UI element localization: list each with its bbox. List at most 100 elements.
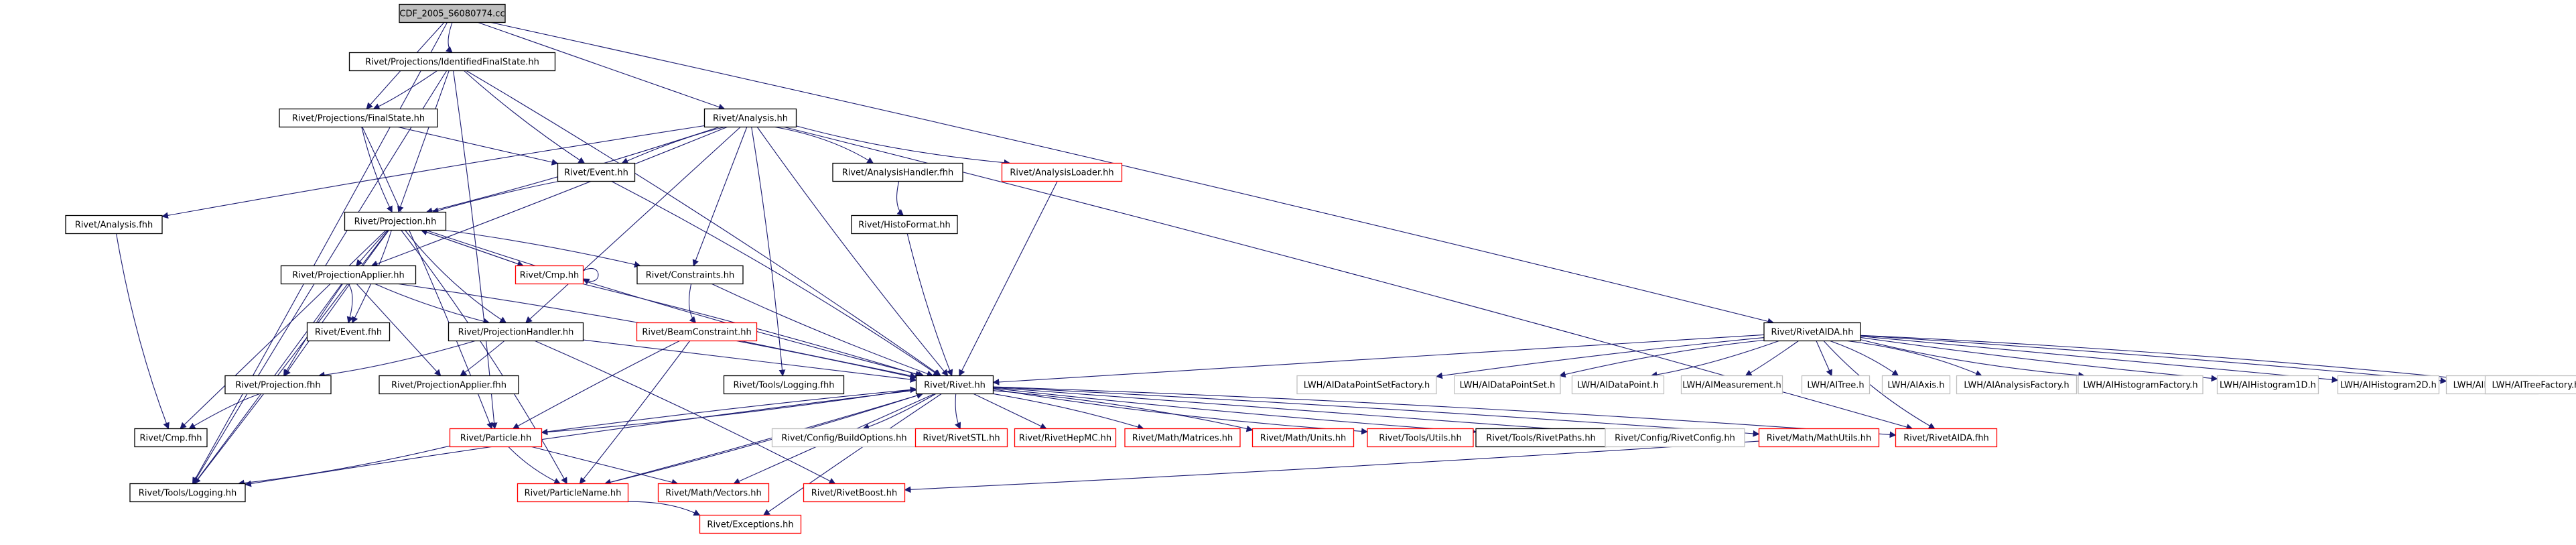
edge-analysis-to-ahandler [774, 126, 874, 164]
edge-projfhh-to-cmpfhh [188, 393, 260, 430]
node-phandler[interactable]: Rivet/ProjectionHandler.hh [448, 322, 584, 342]
node-mathutils[interactable]: Rivet/Math/MathUtils.hh [1758, 428, 1880, 448]
edge-rivet-to-paths [993, 387, 1477, 435]
edge-aidahh-to-l10 [1860, 336, 2339, 383]
node-projfhh[interactable]: Rivet/Projection.fhh [224, 375, 332, 395]
node-l5[interactable]: LWH/AITree.h [1801, 375, 1871, 395]
node-label: CDF_2005_S6080774.cc [399, 9, 504, 19]
node-box [348, 52, 556, 72]
node-l2[interactable]: LWH/AIDataPointSet.h [1454, 375, 1561, 395]
node-pappfhh[interactable]: Rivet/ProjectionApplier.fhh [379, 375, 519, 395]
edge-aidahh-to-l6 [1830, 340, 1899, 377]
node-pname[interactable]: Rivet/ParticleName.hh [517, 483, 629, 503]
node-logging[interactable]: Rivet/Tools/Logging.hh [129, 483, 246, 503]
node-aidahh[interactable]: Rivet/RivetAIDA.hh [1763, 322, 1861, 342]
node-box [1296, 375, 1437, 395]
node-particle[interactable]: Rivet/Particle.hh [449, 428, 543, 448]
node-label: Rivet/Constraints.hh [646, 271, 735, 281]
node-beam[interactable]: Rivet/BeamConstraint.hh [636, 322, 758, 342]
node-event[interactable]: Rivet/Event.hh [557, 162, 636, 182]
node-toolslogfhh[interactable]: Rivet/Tools/Logging.fhh [723, 375, 845, 395]
node-label: Rivet/Tools/Utils.hh [1379, 434, 1461, 444]
node-l9[interactable]: LWH/AIHistogram1D.h [2216, 375, 2319, 395]
node-paths[interactable]: Rivet/Tools/RivetPaths.hh [1475, 428, 1607, 448]
node-matrices[interactable]: Rivet/Math/Matrices.hh [1124, 428, 1241, 448]
node-aloader[interactable]: Rivet/AnalysisLoader.hh [1001, 162, 1123, 182]
edge-aidahh-to-l3 [1650, 340, 1779, 378]
node-l8[interactable]: LWH/AIHistogramFactory.h [2078, 375, 2204, 395]
node-histoformat[interactable]: Rivet/HistoFormat.hh [851, 215, 958, 235]
edge-analysis-to-aloader [796, 125, 1011, 166]
edge-aidahh-to-l7 [1847, 340, 1982, 377]
node-l1[interactable]: LWH/AIDataPointSetFactory.h [1296, 375, 1437, 395]
edge-fs-to-projection [361, 127, 393, 213]
edge-rivet-to-exceptions [762, 393, 942, 516]
edge-aidahh-to-l11 [1860, 335, 2447, 384]
node-label: Rivet/RivetHepMC.hh [1019, 434, 1111, 444]
node-label: Rivet/Particle.hh [460, 434, 531, 444]
edge-rivet-to-config [993, 387, 1606, 436]
node-idfs[interactable]: Rivet/Projections/IdentifiedFinalState.h… [348, 52, 556, 72]
node-l3[interactable]: LWH/AIDataPoint.h [1571, 375, 1665, 395]
edge-rivet-to-buildopt [862, 393, 937, 430]
node-box [2078, 375, 2204, 395]
edge-rivet-to-hepmc [973, 393, 1047, 430]
node-rivet[interactable]: Rivet/Rivet.hh [915, 375, 994, 395]
node-buildopt[interactable]: Rivet/Config/BuildOptions.hh [771, 428, 917, 448]
node-boost[interactable]: Rivet/RivetBoost.hh [803, 483, 906, 503]
edge-projection-to-rivet [426, 229, 925, 378]
node-label: Rivet/Math/Units.hh [1260, 434, 1347, 444]
node-label: Rivet/AnalysisLoader.hh [1010, 168, 1113, 178]
edge-cmp-to-projection [420, 229, 524, 267]
node-units[interactable]: Rivet/Math/Units.hh [1251, 428, 1355, 448]
edge-projection-to-constraints [445, 229, 641, 268]
node-root[interactable]: CDF_2005_S6080774.cc [399, 3, 506, 23]
node-cmpfhh[interactable]: Rivet/Cmp.fhh [134, 428, 208, 448]
node-box [2216, 375, 2319, 395]
node-exceptions[interactable]: Rivet/Exceptions.hh [699, 514, 802, 534]
edge-particle-to-vectors [531, 446, 679, 486]
node-hepmc[interactable]: Rivet/RivetHepMC.hh [1014, 428, 1117, 448]
node-box [1881, 375, 1951, 395]
edge-aidahh-to-rivet [992, 334, 1765, 385]
node-constraints[interactable]: Rivet/Constraints.hh [636, 265, 744, 285]
edge-particle-to-pname [508, 446, 561, 485]
edge-rivet-to-stl [955, 393, 961, 430]
node-label: LWH/AIHistogram1D.h [2220, 381, 2316, 391]
node-label: Rivet/Tools/Logging.hh [139, 489, 236, 499]
node-box [344, 211, 447, 231]
node-papplier[interactable]: Rivet/ProjectionApplier.hh [280, 265, 417, 285]
node-label: Rivet/Event.hh [564, 168, 628, 178]
node-analysis[interactable]: Rivet/Analysis.hh [703, 108, 797, 128]
node-analysisfhh[interactable]: Rivet/Analysis.fhh [65, 215, 163, 235]
node-ahandler[interactable]: Rivet/AnalysisHandler.fhh [832, 162, 963, 182]
node-l10[interactable]: LWH/AIHistogram2D.h [2337, 375, 2440, 395]
node-projection[interactable]: Rivet/Projection.hh [344, 211, 447, 231]
node-cmp[interactable]: Rivet/Cmp.hh [515, 265, 584, 285]
node-eventfhh[interactable]: Rivet/Event.fhh [306, 322, 391, 342]
node-l7[interactable]: LWH/AIAnalysisFactory.h [1956, 375, 2078, 395]
edge-root-to-logging [192, 22, 448, 485]
edge-phandler-to-rivet [583, 339, 917, 383]
node-fs[interactable]: Rivet/Projections/FinalState.hh [279, 108, 438, 128]
node-l4[interactable]: LWH/AIMeasurement.h [1680, 375, 1783, 395]
node-aidafhh[interactable]: Rivet/RivetAIDA.fhh [1895, 428, 1998, 448]
node-stl[interactable]: Rivet/RivetSTL.hh [914, 428, 1008, 448]
node-box [1605, 428, 1745, 448]
node-label: Rivet/Analysis.hh [713, 114, 788, 124]
node-box [134, 428, 208, 448]
node-utils[interactable]: Rivet/Tools/Utils.hh [1367, 428, 1474, 448]
edge-rivet-to-mathutils [993, 386, 1760, 437]
node-label: Rivet/HistoFormat.hh [858, 221, 950, 231]
edge-idfs-to-event [464, 70, 586, 164]
node-l12[interactable]: LWH/AITreeFactory.h [2484, 375, 2576, 395]
edge-constraints-to-rivet [711, 284, 934, 377]
node-vectors[interactable]: Rivet/Math/Vectors.hh [657, 483, 770, 503]
node-config[interactable]: Rivet/Config/RivetConfig.hh [1605, 428, 1745, 448]
node-label: Rivet/ProjectionHandler.hh [458, 328, 574, 338]
edge-root-to-idfs [446, 22, 453, 54]
node-box [2337, 375, 2440, 395]
node-label: Rivet/BeamConstraint.hh [642, 328, 751, 338]
node-l6[interactable]: LWH/AIAxis.h [1881, 375, 1951, 395]
edge-analysisfhh-to-cmpfhh [116, 233, 170, 430]
